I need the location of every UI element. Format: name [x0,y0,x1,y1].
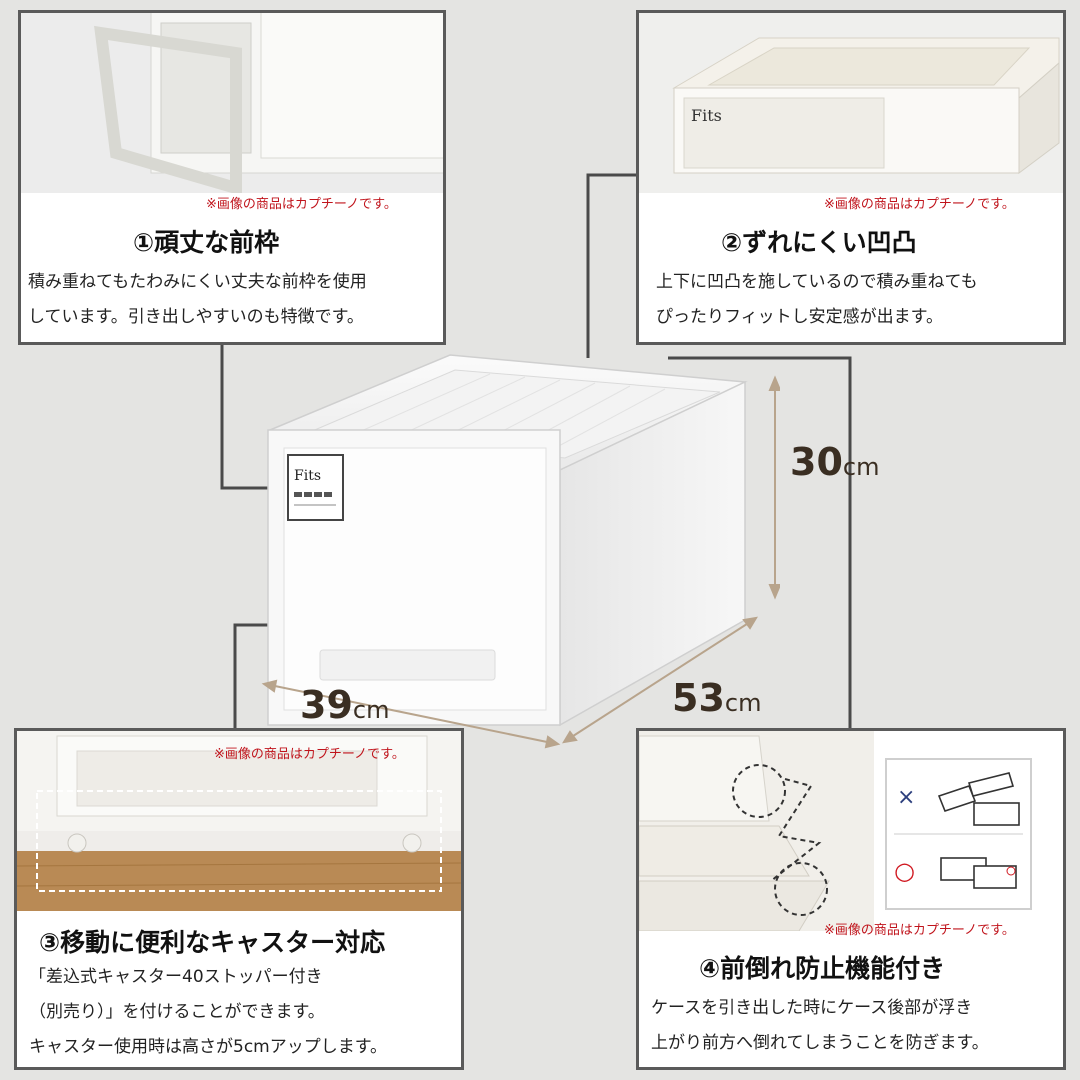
feature-desc-line: 上がり前方へ倒れてしまうことを防ぎます。 [651,1033,989,1053]
product-color-note: ※画像の商品はカプチーノです。 [824,197,1015,212]
caster-photo [17,731,461,911]
feature-panel-front-frame: ※画像の商品はカプチーノです。 ①頑丈な前枠 積み重ねてもたわみにくい丈夫な前枠… [18,10,446,345]
feature-panel-caster: ※画像の商品はカプチーノです。 ③移動に便利なキャスター対応 「差込式キャスター… [14,728,464,1070]
front-frame-photo [21,13,443,193]
feature-panel-anti-slip: Fits ※画像の商品はカプチーノです。 ②ずれにくい凹凸 上下に凹凸を施してい… [636,10,1066,345]
product-color-note: ※画像の商品はカプチーノです。 [206,197,397,212]
good-symbol: ○ [894,857,915,885]
width-dimension: 39cm [300,683,390,727]
storage-drawer-illustration: Fits [261,354,780,749]
product-color-note: ※画像の商品はカプチーノです。 [214,747,405,762]
feature-title: ③移動に便利なキャスター対応 [39,928,386,957]
bad-symbol: × [897,785,915,810]
feature-desc-line: （別売り）」を付けることができます。 [29,1002,325,1022]
feature-desc-line: 積み重ねてもたわみにくい丈夫な前枠を使用 [28,272,367,292]
anti-slip-photo: Fits [639,13,1063,193]
svg-text:Fits: Fits [691,106,722,125]
anti-tip-photo: × ○ [639,731,1063,931]
feature-desc-line: キャスター使用時は高さが5cmアップします。 [29,1037,388,1057]
brand-label: Fits [294,468,321,484]
depth-dimension: 53cm [672,676,762,720]
product-color-note: ※画像の商品はカプチーノです。 [824,923,1015,938]
feature-title: ①頑丈な前枠 [133,228,280,257]
feature-desc-line: ぴったりフィットし安定感が出ます。 [656,307,943,327]
feature-title: ④前倒れ防止機能付き [699,954,946,983]
feature-desc-line: 「差込式キャスター40ストッパー付き [29,967,323,987]
feature-desc-line: しています。引き出しやすいのも特徴です。 [28,307,364,327]
feature-desc-line: 上下に凹凸を施しているので積み重ねても [656,272,978,292]
feature-title: ②ずれにくい凹凸 [721,228,917,257]
feature-panel-anti-tip: × ○ ※画像の商品はカプチーノです。 ④前倒れ防止機能付き ケースを引き出した… [636,728,1066,1070]
height-dimension: 30cm [790,440,880,484]
feature-desc-line: ケースを引き出した時にケース後部が浮き [651,998,973,1018]
